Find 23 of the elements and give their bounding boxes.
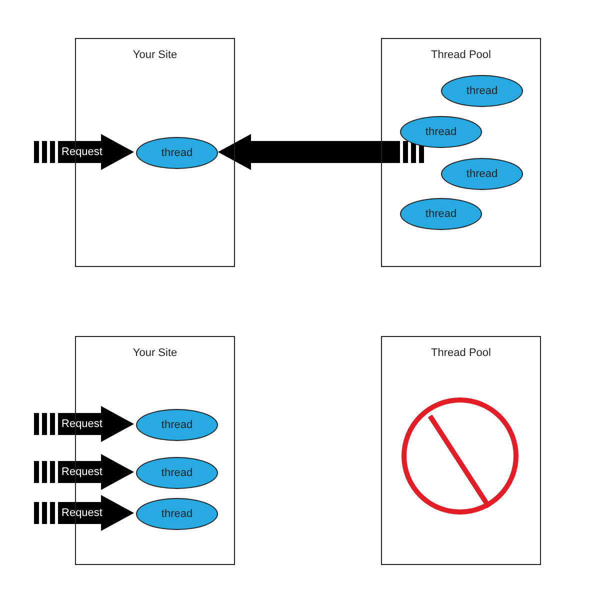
thread-ellipse: thread: [136, 498, 218, 530]
block-arrow: [218, 134, 400, 170]
thread-ellipse: thread: [441, 75, 523, 107]
panel-title: Your Site: [132, 347, 178, 359]
thread-ellipse: thread: [400, 198, 482, 230]
panel-title: Your Site: [132, 49, 178, 61]
panel: [381, 38, 541, 267]
panel-title: Thread Pool: [431, 347, 491, 359]
thread-ellipse: thread: [136, 457, 218, 489]
edge-label: Request: [62, 466, 102, 478]
thread-ellipse: thread: [136, 409, 218, 441]
edge-label: Request: [62, 507, 102, 519]
block-arrow: [58, 134, 134, 170]
edge-label: Request: [62, 418, 102, 430]
thread-ellipse: thread: [400, 116, 482, 148]
block-arrow: [58, 495, 134, 531]
edge-label: Request: [62, 146, 102, 158]
thread-ellipse: thread: [441, 158, 523, 190]
thread-ellipse: thread: [136, 137, 218, 169]
panel-title: Thread Pool: [431, 49, 491, 61]
block-arrow: [58, 454, 134, 490]
panel: [381, 336, 541, 565]
block-arrow: [58, 406, 134, 442]
